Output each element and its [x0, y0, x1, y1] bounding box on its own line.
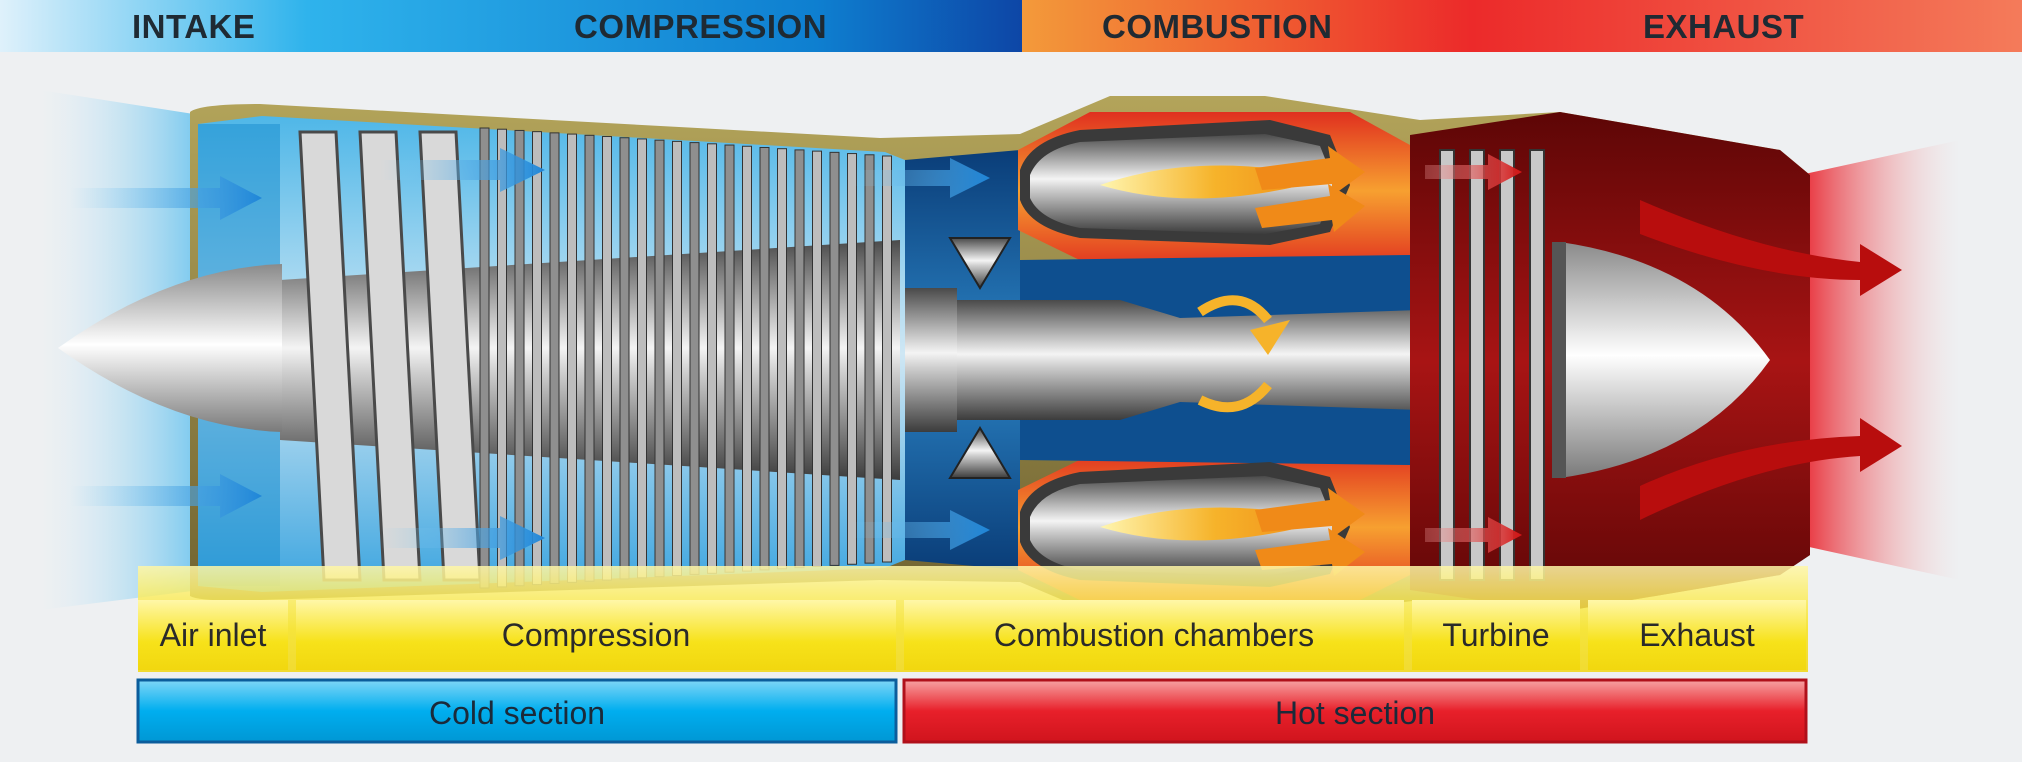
phase-label-compression: COMPRESSION [574, 8, 828, 45]
compressor-stage [514, 129, 525, 587]
hot-section-bar [902, 678, 1808, 744]
phase-label-exhaust: EXHAUST [1643, 8, 1805, 45]
compressor-stage [777, 148, 787, 570]
compressor-stage [637, 138, 647, 579]
cold-section-bar [136, 678, 898, 744]
turbine-stage [1469, 149, 1485, 581]
part-label-combustion-chambers: Combustion chambers [993, 617, 1315, 653]
compressor-stage [847, 153, 857, 565]
compressor-stage [549, 132, 560, 584]
compressor-stage [812, 150, 822, 568]
exhaust-cone [1560, 242, 1770, 478]
support-strut-lower [948, 426, 1012, 479]
airflow-arrow-icon [380, 146, 1522, 576]
compressor-stage [882, 155, 892, 563]
part-label-exhaust: Exhaust [1639, 617, 1755, 653]
compressor-stage [864, 154, 875, 564]
part-box-compression [296, 600, 896, 670]
part-box-turbine [1412, 600, 1580, 670]
part-label-compression: Compression [501, 617, 691, 653]
compressor-stage [742, 145, 752, 572]
section-label-hot: Hot section [1274, 695, 1436, 731]
exhaust-arrow-icon [1640, 200, 1902, 520]
part-box-combustion [904, 600, 1404, 670]
cold-phase-banner [0, 0, 1022, 52]
compressor-stage [619, 137, 630, 580]
intake-spinner [58, 264, 282, 432]
compressor-stage [794, 149, 805, 569]
support-strut-upper [948, 237, 1012, 290]
compressor-stage [532, 131, 542, 586]
phase-label-intake: INTAKE [132, 8, 256, 45]
hot-phase-banner [1022, 0, 2022, 52]
shaft-bearing [905, 288, 957, 432]
turbine-stage [1499, 149, 1515, 581]
compressor-stage [602, 136, 612, 581]
intake-arrow-icon [70, 176, 262, 518]
compressor-stage [567, 133, 577, 583]
section-label-cold: Cold section [428, 695, 606, 731]
exhaust-glow [1800, 140, 1960, 580]
compressor-stage [707, 143, 717, 574]
turbine-stage [1529, 149, 1545, 581]
compressor-stage [654, 139, 665, 578]
phase-label-combustion: COMBUSTION [1102, 8, 1333, 45]
turbine-hub [1552, 242, 1566, 478]
compressor-stage [724, 144, 735, 573]
compressor-stage [829, 151, 840, 566]
part-label-air-inlet: Air inlet [159, 617, 267, 653]
turbine-blades [1439, 149, 1545, 581]
turbine-stage [1439, 149, 1455, 581]
compressor-stage [479, 127, 490, 589]
compressor-stage [759, 146, 770, 571]
compressor-stage [689, 142, 700, 575]
part-box-exhaust [1588, 600, 1806, 670]
rotation-arrow-icon [1197, 295, 1290, 413]
compressor-stage [672, 140, 682, 577]
part-box-air-inlet [138, 600, 288, 670]
main-shaft [920, 300, 1560, 420]
compressor-stage [584, 134, 595, 582]
part-label-turbine: Turbine [1442, 617, 1550, 653]
